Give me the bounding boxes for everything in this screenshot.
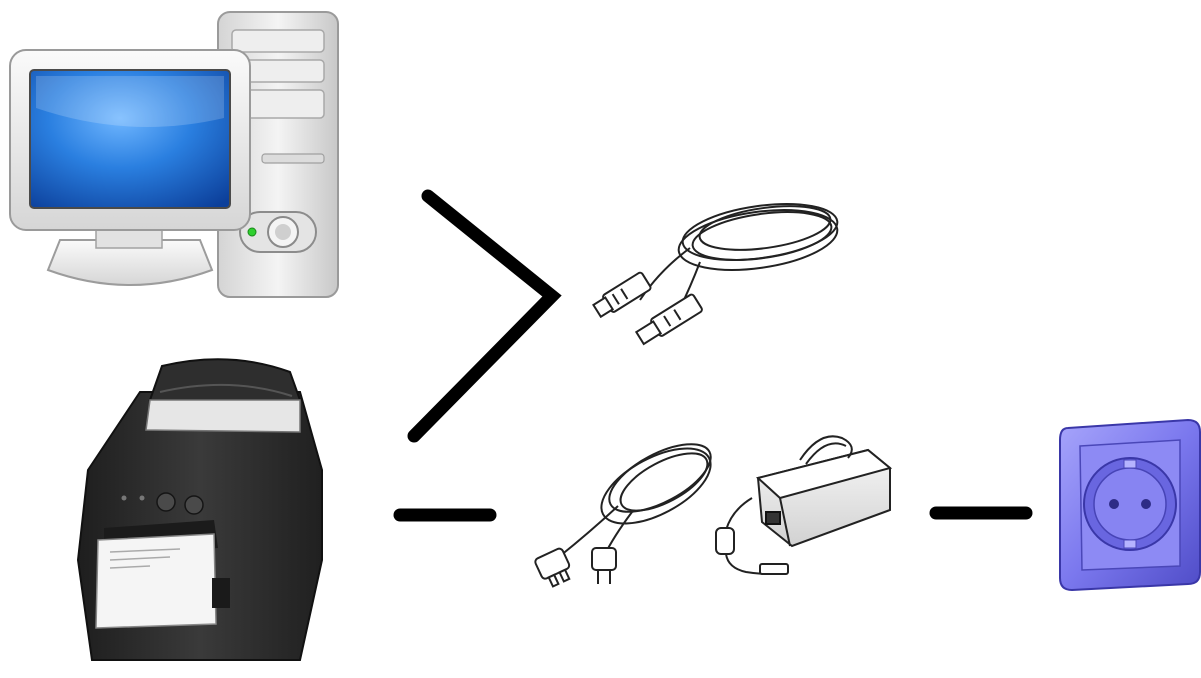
power-adapter-icon xyxy=(534,431,890,589)
computer-monitor xyxy=(10,50,250,285)
connection-bracket xyxy=(414,196,552,436)
usb-cable-icon xyxy=(592,195,841,346)
desktop-computer-icon xyxy=(10,12,338,297)
wall-socket-icon xyxy=(1060,420,1200,590)
receipt-printer-icon xyxy=(78,359,322,660)
